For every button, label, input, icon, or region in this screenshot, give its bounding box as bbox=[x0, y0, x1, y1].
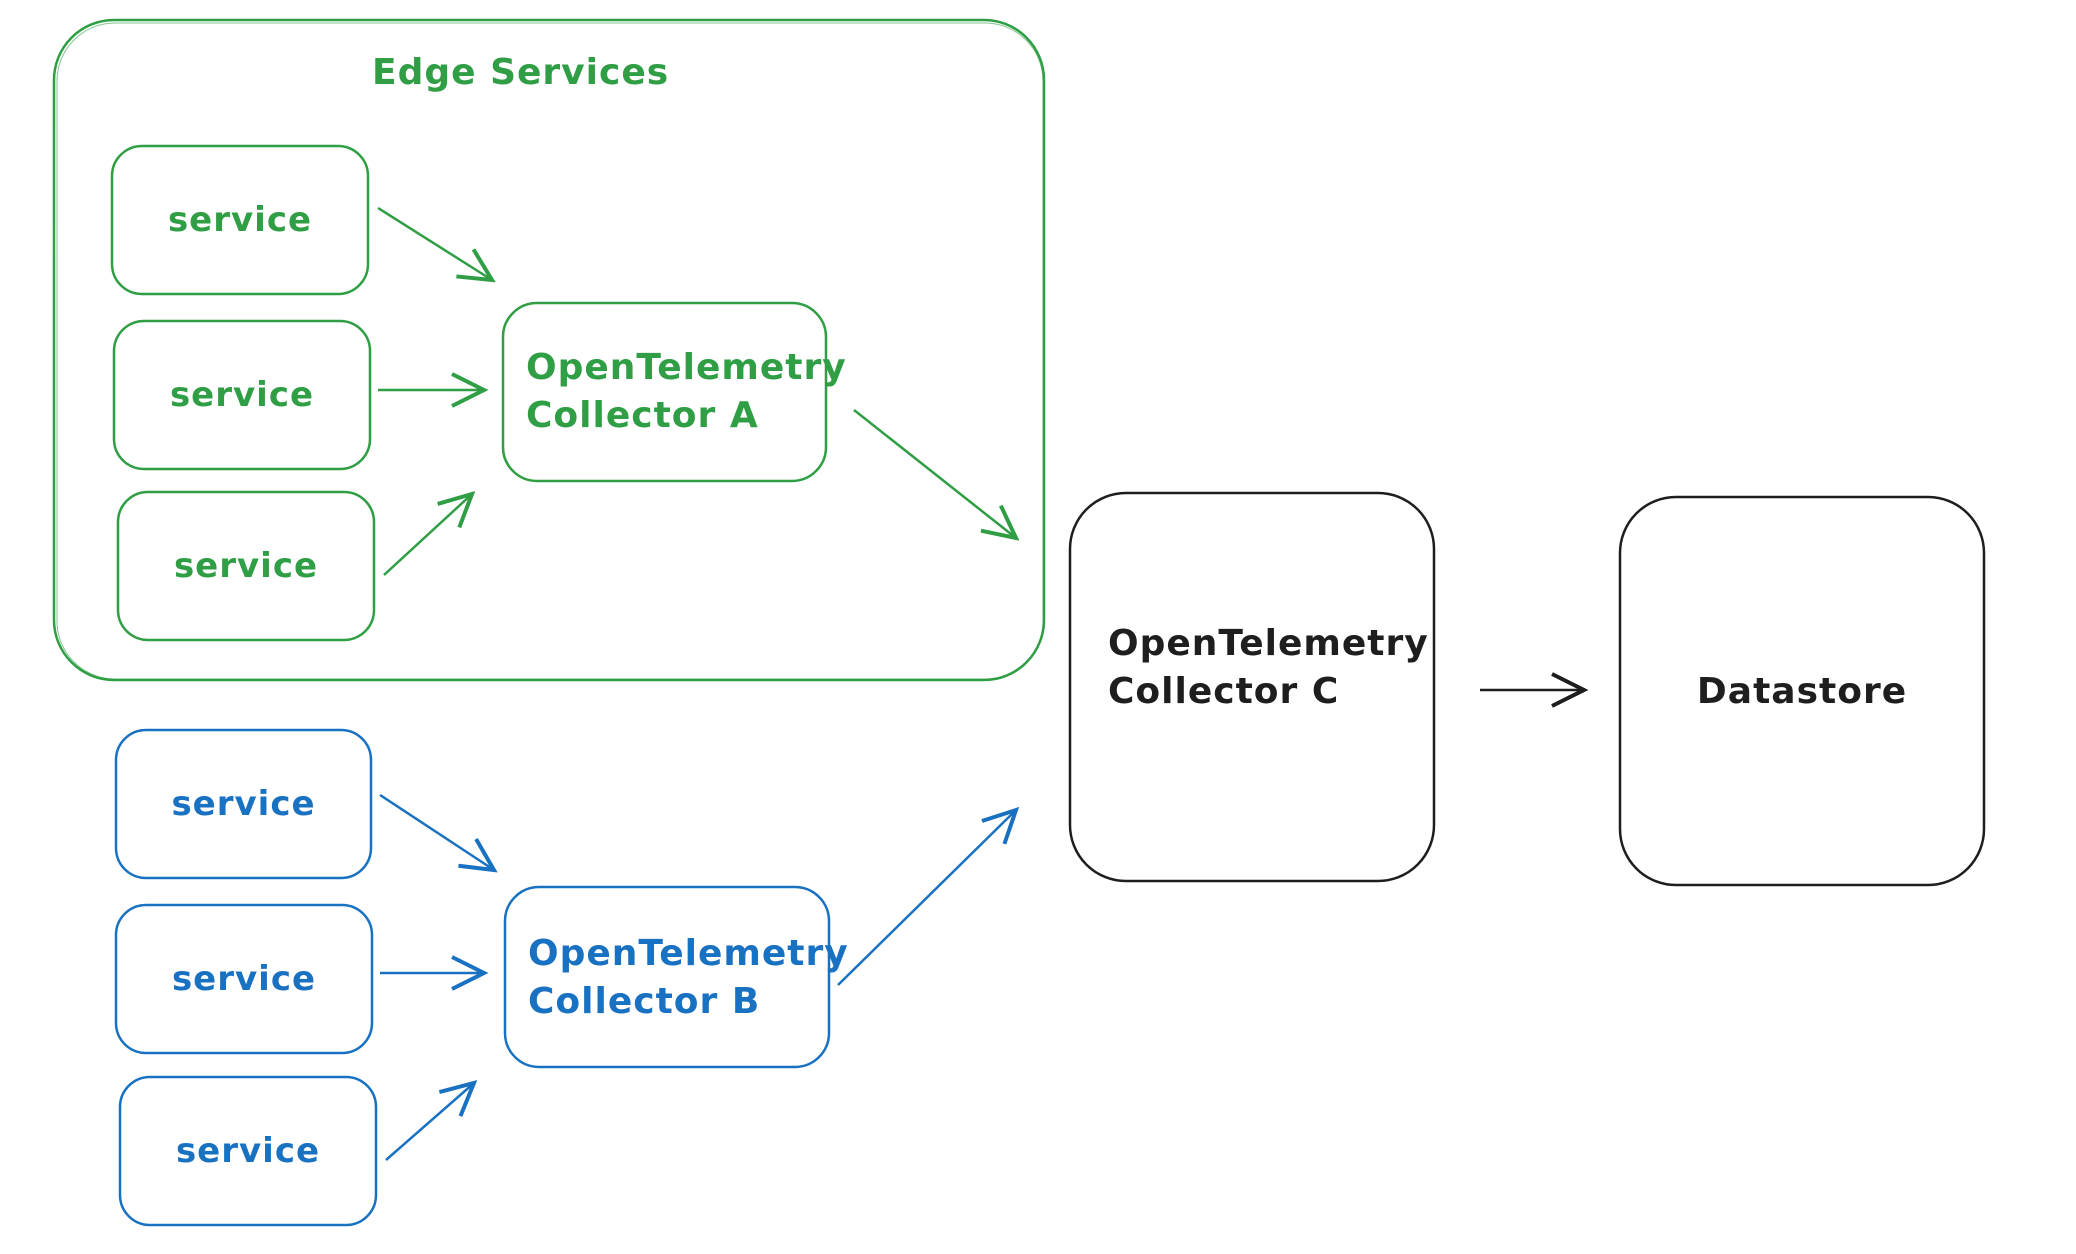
collector-c-label: OpenTelemetry Collector C bbox=[1108, 620, 1429, 716]
collector-a-line1: OpenTelemetry bbox=[526, 347, 847, 388]
edge-arrow-service-1 bbox=[377, 206, 492, 280]
edge-arrow-service-3 bbox=[383, 494, 472, 576]
collector-b-label: OpenTelemetry Collector B bbox=[528, 930, 849, 1026]
edge-service-label-1: service bbox=[167, 200, 313, 240]
collector-b-line2: Collector B bbox=[528, 981, 761, 1022]
arrow-collector-b-to-c bbox=[837, 810, 1016, 986]
edge-service-box-2[interactable] bbox=[112, 319, 372, 471]
collector-c-line2: Collector C bbox=[1108, 671, 1340, 712]
service-label-4: service bbox=[171, 784, 316, 824]
datastore-box[interactable] bbox=[1618, 495, 1986, 887]
service-label-5: service bbox=[171, 959, 317, 999]
edge-services-group bbox=[52, 18, 1046, 682]
edge-service-label-3: service bbox=[173, 546, 319, 586]
arrow-collector-a-to-c bbox=[853, 409, 1016, 538]
arrow-service-6 bbox=[385, 1083, 474, 1161]
collector-c-line1: OpenTelemetry bbox=[1108, 623, 1429, 664]
service-box-4[interactable] bbox=[114, 728, 373, 880]
edge-service-box-1[interactable] bbox=[110, 144, 370, 296]
collector-b-box[interactable] bbox=[503, 885, 831, 1069]
edge-service-label-2: service bbox=[169, 375, 315, 415]
service-label-6: service bbox=[175, 1131, 321, 1171]
collector-b-line1: OpenTelemetry bbox=[528, 933, 849, 974]
service-box-5[interactable] bbox=[114, 903, 374, 1055]
datastore-label: Datastore bbox=[1696, 670, 1908, 712]
collector-a-box[interactable] bbox=[501, 301, 828, 483]
service-box-6[interactable] bbox=[118, 1075, 378, 1227]
arrow-service-4 bbox=[379, 793, 494, 870]
collector-a-line2: Collector A bbox=[526, 395, 759, 436]
edge-service-box-3[interactable] bbox=[116, 490, 376, 642]
edge-services-title: Edge Services bbox=[372, 52, 670, 93]
collector-c-box[interactable] bbox=[1068, 491, 1436, 883]
collector-a-label: OpenTelemetry Collector A bbox=[526, 344, 847, 440]
